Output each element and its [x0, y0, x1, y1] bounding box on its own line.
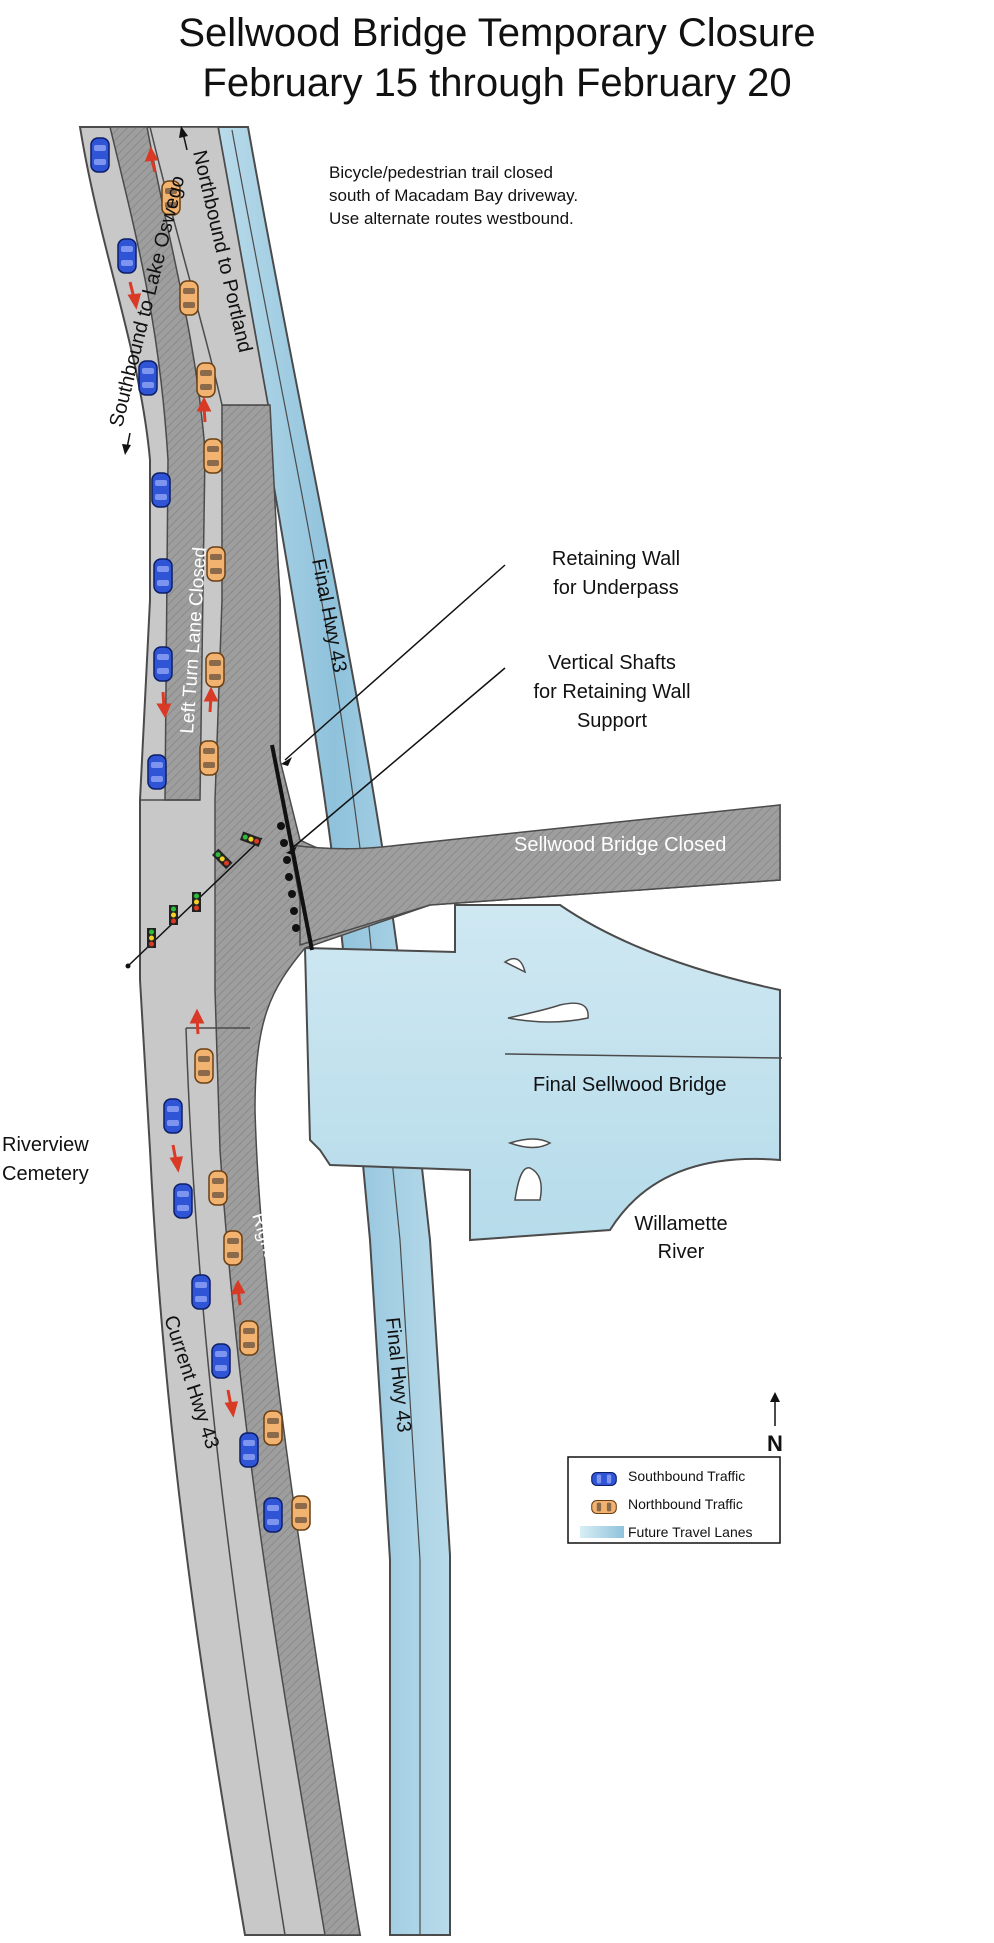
car-nb — [194, 1048, 214, 1084]
shafts-callout-2: for Retaining Wall — [533, 681, 690, 703]
vertical-shafts — [277, 822, 300, 932]
title-line-1: Sellwood Bridge Temporary Closure — [178, 11, 816, 55]
car-sb — [173, 1183, 193, 1219]
river-label-1: Willamette — [634, 1213, 727, 1235]
car-sb — [191, 1274, 211, 1310]
car-nb — [223, 1230, 243, 1266]
cemetery-label-2: Cemetery — [2, 1163, 89, 1185]
notice-line-3: Use alternate routes westbound. — [329, 209, 574, 228]
car-nb — [239, 1320, 259, 1356]
legend-future-label: Future Travel Lanes — [628, 1524, 753, 1540]
shafts-leader — [289, 667, 506, 851]
notice-line-2: south of Macadam Bay driveway. — [329, 186, 578, 205]
car-sb — [147, 754, 167, 790]
notice-line-1: Bicycle/pedestrian trail closed — [329, 163, 553, 182]
retaining-wall-leader — [284, 564, 506, 761]
car-sb — [153, 646, 173, 682]
traffic-arrows — [127, 146, 246, 1418]
car-sb — [163, 1098, 183, 1134]
car-sb — [239, 1432, 259, 1468]
car-nb — [208, 1170, 228, 1206]
north-arrow: N — [767, 1392, 783, 1456]
traffic-signals — [147, 831, 262, 948]
cemetery-label-1: Riverview — [2, 1134, 89, 1156]
bridge-closed-label: Sellwood Bridge Closed — [514, 834, 726, 856]
final-sellwood-bridge — [303, 904, 781, 1242]
car-sb — [211, 1343, 231, 1379]
car-nb — [196, 362, 216, 398]
sellwood-bridge-closed — [289, 804, 781, 947]
shafts-callout-1: Vertical Shafts — [548, 652, 676, 674]
car-sb — [153, 558, 173, 594]
river-label-2: River — [658, 1241, 705, 1263]
map-title: Sellwood Bridge Temporary Closure Februa… — [0, 8, 994, 108]
car-nb — [203, 438, 223, 474]
retaining-wall-callout-1: Retaining Wall — [552, 548, 680, 570]
legend-future-swatch — [580, 1526, 624, 1538]
title-line-2: February 15 through February 20 — [202, 61, 792, 105]
car-sb — [263, 1497, 283, 1533]
legend-southbound-swatch — [591, 1471, 617, 1487]
legend-northbound-label: Northbound Traffic — [628, 1496, 743, 1512]
car-nb — [199, 740, 219, 776]
north-arrow-label: N — [767, 1431, 783, 1456]
car-sb — [90, 137, 110, 173]
final-bridge-label: Final Sellwood Bridge — [533, 1074, 726, 1096]
retaining-wall-callout-2: for Underpass — [553, 577, 679, 599]
legend-southbound-label: Southbound Traffic — [628, 1468, 745, 1484]
shafts-callout-3: Support — [577, 710, 647, 732]
car-sb — [151, 472, 171, 508]
car-sb — [117, 238, 137, 274]
car-nb — [263, 1410, 283, 1446]
car-nb — [291, 1495, 311, 1531]
car-nb — [179, 280, 199, 316]
car-nb — [205, 652, 225, 688]
legend: Southbound Traffic Northbound Traffic Fu… — [567, 1456, 781, 1544]
legend-northbound-swatch — [591, 1499, 617, 1515]
